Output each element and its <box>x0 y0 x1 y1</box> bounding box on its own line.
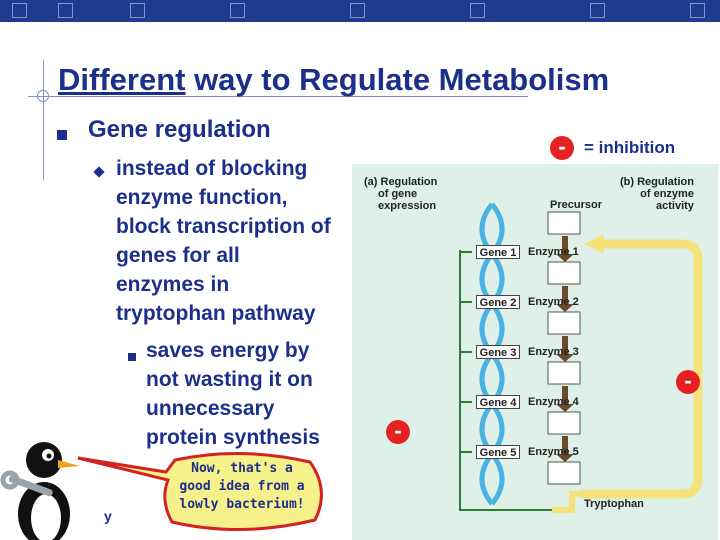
text-line: instead of blocking <box>116 157 308 180</box>
gene-2-box: Gene 2 <box>476 295 520 309</box>
intermediate-box <box>547 311 581 335</box>
penguin-head-icon <box>26 442 62 478</box>
title-rest: way to Regulate Metabolism <box>185 62 610 97</box>
vertical-rule <box>43 60 44 180</box>
speech-bubble <box>77 452 323 532</box>
label-a-gene-expression: (a) Regulation of gene expression <box>364 176 437 212</box>
label-line: activity <box>656 200 694 212</box>
intermediate-box <box>547 361 581 385</box>
feedback-arrowhead <box>584 234 604 254</box>
text-line: unnecessary <box>146 397 275 420</box>
minus-enzyme-inhibition-icon: - <box>676 370 700 394</box>
gene-regulation-line <box>459 250 552 511</box>
wrench-icon <box>8 475 53 497</box>
gene-1-box: Gene 1 <box>476 245 520 259</box>
bubble-line: good idea from a <box>179 479 305 494</box>
bar-square-decoration <box>590 3 605 18</box>
tryptophan-label: Tryptophan <box>584 498 644 510</box>
gene-4-box: Gene 4 <box>476 395 520 409</box>
inhibition-minus-icon: - <box>550 136 574 160</box>
bar-square-decoration <box>230 3 245 18</box>
text-line: enzyme function, <box>116 186 288 209</box>
mascot-illustration <box>0 442 323 540</box>
footer-text-fragment: y <box>104 508 112 524</box>
bar-square-decoration <box>12 3 27 18</box>
label-line: of gene <box>378 188 418 200</box>
text-line: not wasting it on <box>146 368 313 391</box>
inhibition-legend-text: = inhibition <box>584 138 676 157</box>
text-line: block transcription of <box>116 215 331 238</box>
enzyme-4-label: Enzyme 4 <box>528 396 579 408</box>
bar-square-decoration <box>350 3 365 18</box>
minus-gene-inhibition-icon: - <box>386 420 410 444</box>
bar-square-decoration <box>58 3 73 18</box>
gene-3-box: Gene 3 <box>476 345 520 359</box>
diamond-bullet-icon <box>93 166 105 178</box>
bar-square-decoration <box>470 3 485 18</box>
enzyme-2-label: Enzyme 2 <box>528 296 579 308</box>
square-bullet-icon <box>128 353 136 361</box>
text-line: enzymes in <box>116 273 230 296</box>
penguin-belly <box>31 494 61 540</box>
text-line: saves energy by <box>146 339 310 362</box>
title-rule <box>28 96 528 97</box>
precursor-box <box>547 211 581 235</box>
label-line: expression <box>378 200 437 212</box>
tryptophan-pathway-figure: (a) Regulation of gene expression (b) Re… <box>352 164 718 540</box>
penguin-beak-icon <box>58 460 80 468</box>
bullet-gene-regulation: Gene regulation <box>88 116 271 143</box>
speech-bubble-text: Now, that's a good idea from a lowly bac… <box>166 460 318 514</box>
text-line: protein synthesis <box>146 426 320 449</box>
enzyme-5-label: Enzyme 5 <box>528 446 579 458</box>
bar-square-decoration <box>130 3 145 18</box>
gene-5-box: Gene 5 <box>476 445 520 459</box>
bullet-instead-of-blocking: instead of blocking enzyme function, blo… <box>116 154 366 328</box>
feedback-arrow <box>582 239 703 499</box>
precursor-label: Precursor <box>550 199 602 211</box>
label-line: of enzyme <box>640 188 694 200</box>
square-bullet-icon <box>57 130 67 140</box>
text-line: genes for all <box>116 244 240 267</box>
pathway-arrows <box>556 236 574 462</box>
label-line: (a) Regulation <box>364 176 438 188</box>
enzyme-1-label: Enzyme 1 <box>528 246 579 258</box>
slide-title: Different way to Regulate Metabolism <box>58 62 609 98</box>
top-bar <box>0 0 720 22</box>
bubble-line: lowly bacterium! <box>179 497 305 512</box>
intermediate-box <box>547 261 581 285</box>
intermediate-box <box>547 461 581 485</box>
crosshair-circle <box>37 90 49 102</box>
title-underlined-word: Different <box>58 62 186 97</box>
bullet-saves-energy: saves energy by not wasting it on unnece… <box>146 336 356 452</box>
feedback-arrow-to-genes <box>552 491 582 513</box>
bubble-line: Now, that's a <box>191 461 293 476</box>
label-line: (b) Regulation <box>620 176 694 188</box>
bar-square-decoration <box>690 3 705 18</box>
intermediate-box <box>547 411 581 435</box>
label-b-enzyme-activity: (b) Regulation of enzyme activity <box>620 176 694 212</box>
enzyme-3-label: Enzyme 3 <box>528 346 579 358</box>
text-line: tryptophan pathway <box>116 302 316 325</box>
